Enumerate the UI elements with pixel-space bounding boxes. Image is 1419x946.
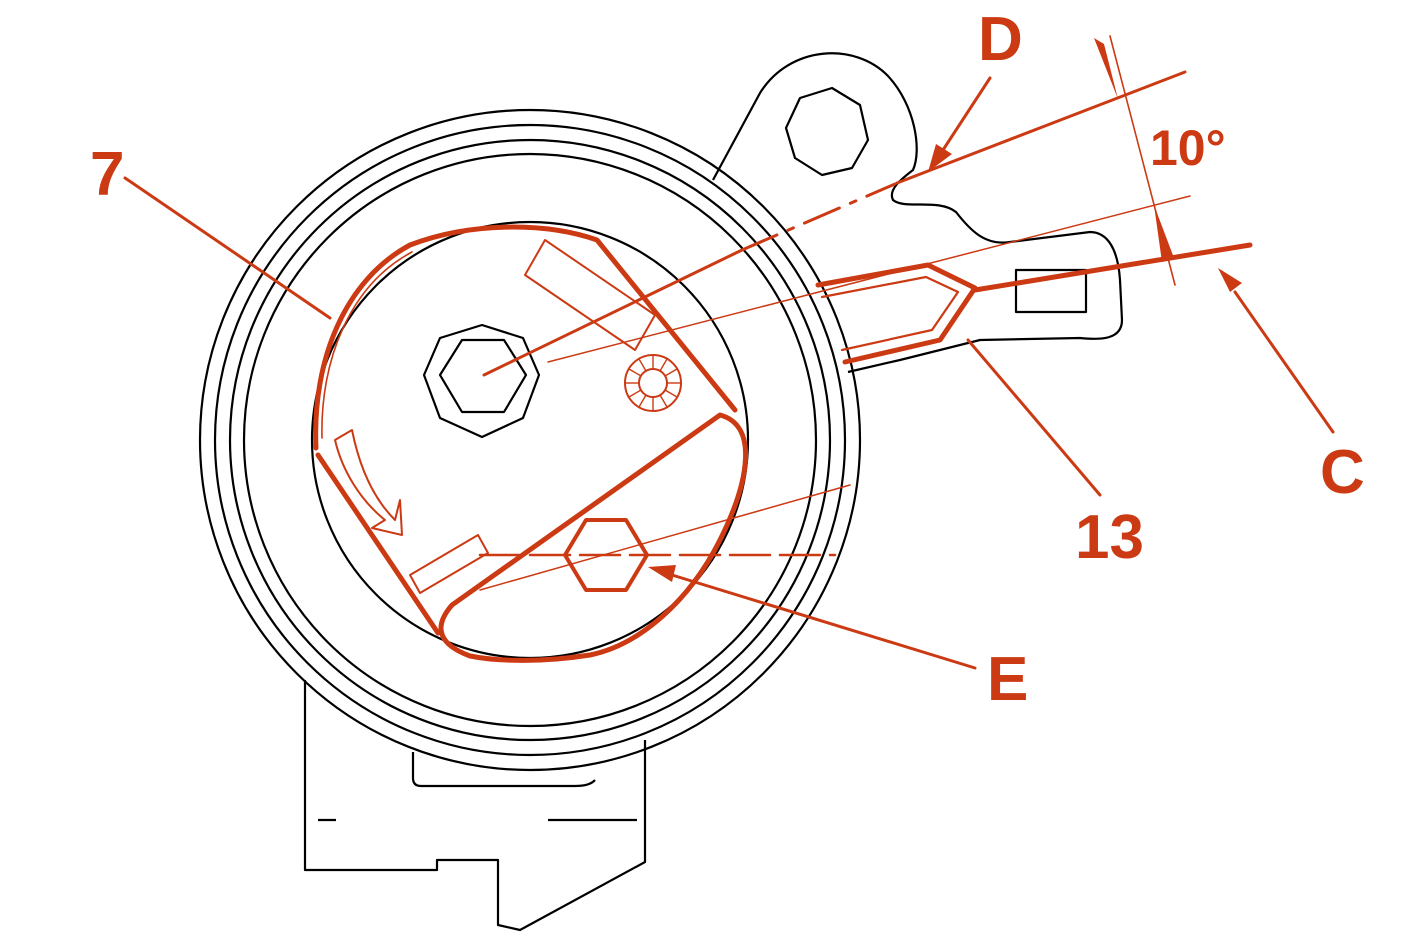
axis-line-pointer xyxy=(482,248,744,377)
label-part-7: 7 xyxy=(90,140,124,209)
eccentric-inner-arc xyxy=(321,251,413,439)
leader-c xyxy=(1233,290,1335,434)
pulley-ring-4 xyxy=(242,152,818,728)
reference-line-thin xyxy=(547,195,1191,363)
pulley-ring-2 xyxy=(213,123,847,757)
eccentric-upper-lobe xyxy=(313,224,738,451)
leader-c-arrowhead xyxy=(1218,268,1242,292)
label-point-d: D xyxy=(978,5,1023,74)
mounting-hole xyxy=(784,86,870,177)
axis-line-pointer-dash xyxy=(740,182,897,252)
leader-e xyxy=(670,573,977,670)
label-point-e: E xyxy=(987,645,1028,714)
angle-arrowhead-top xyxy=(1094,38,1118,99)
arrow-left-rotate xyxy=(334,429,403,536)
mounting-bracket xyxy=(712,52,1124,374)
housing-base-tab xyxy=(411,752,596,788)
leader-e-arrowhead xyxy=(648,565,676,582)
leader-13 xyxy=(966,338,1102,497)
leader-d-arrowhead xyxy=(928,144,952,172)
pin-teeth xyxy=(625,355,681,411)
eccentric-lower-lobe xyxy=(438,412,749,663)
reference-line-lower xyxy=(479,484,851,591)
tensioner-eccentric xyxy=(123,35,1335,670)
callout-labels: 7 13 C D E 10° xyxy=(90,5,1365,714)
tensioner-housing xyxy=(198,52,1124,932)
tensioner-pointer-inner xyxy=(820,275,960,352)
label-angle: 10° xyxy=(1150,120,1226,176)
center-bolt-hex xyxy=(438,338,528,414)
leader-7 xyxy=(123,176,332,320)
leader-d xyxy=(941,76,992,152)
label-point-c: C xyxy=(1320,438,1365,507)
housing-base xyxy=(303,680,647,932)
pin-inner xyxy=(638,368,668,398)
angle-arrowhead-bottom xyxy=(1154,205,1174,262)
arrow-bottom-rect xyxy=(409,534,489,594)
pulley-ring-3 xyxy=(228,138,832,742)
eccentric-left-edge xyxy=(315,452,441,636)
angle-line-upper xyxy=(895,70,1187,185)
pulley-outer-ring xyxy=(198,108,862,772)
housing-slot xyxy=(1014,268,1088,314)
arrow-top-rotate xyxy=(524,239,656,351)
angle-line-lower xyxy=(972,242,1253,293)
label-part-13: 13 xyxy=(1075,503,1144,572)
center-bolt-outer xyxy=(422,323,541,439)
